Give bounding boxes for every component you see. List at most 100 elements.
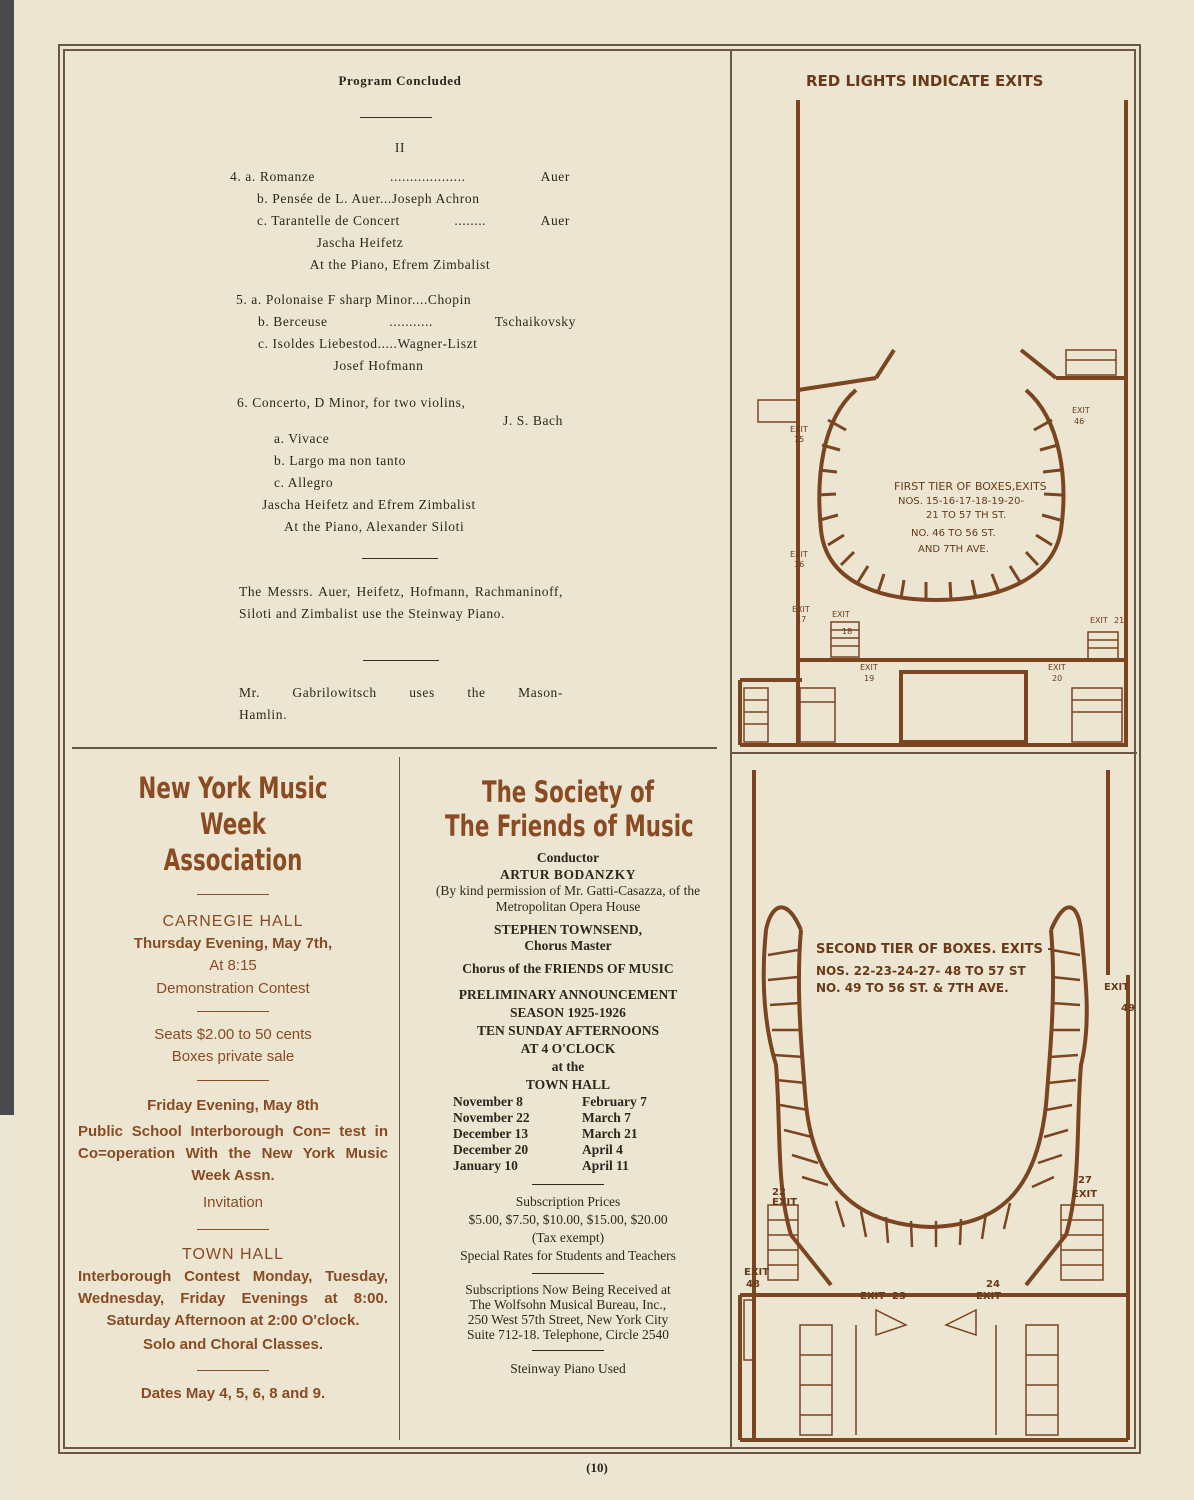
music-week-title-1: New York Music Week	[138, 771, 328, 841]
exit-17: 17	[796, 615, 806, 624]
exit-word: EXIT	[832, 610, 850, 619]
item6-a: a. Vivace	[274, 431, 330, 446]
date-item: March 21	[582, 1126, 638, 1141]
music-week-title-2: Association	[163, 843, 303, 877]
first-tier-floor-plan: RED LIGHTS INDICATE EXITS	[738, 72, 1128, 747]
dots: ...................	[390, 169, 466, 184]
seat-prices: Seats $2.00 to 50 cents	[154, 1026, 312, 1043]
steinway-used: Steinway Piano Used	[510, 1361, 626, 1376]
tier-label-3: 21 TO 57 TH ST.	[926, 510, 1006, 521]
bureau-name: The Wolfsohn Musical Bureau, Inc.,	[469, 1297, 667, 1312]
bureau-address: 250 West 57th Street, New York City	[467, 1312, 669, 1327]
concert-dates: November 8 February 7 November 22 March …	[453, 1094, 683, 1174]
box-partitions	[817, 418, 1063, 601]
chorus: Chorus of the FRIENDS OF MUSIC	[462, 961, 674, 976]
exit-20: 20	[1052, 674, 1062, 683]
program-item-6: 6. Concerto, D Minor, for two violins, J…	[237, 392, 563, 538]
rule	[197, 1011, 269, 1012]
exit-48: 48	[746, 1279, 760, 1290]
chorus-master-name: STEPHEN TOWNSEND,	[493, 922, 643, 937]
exits-header: RED LIGHTS INDICATE EXITS	[806, 72, 1043, 90]
friends-of-music-ad: The Society of The Friends of Music Cond…	[418, 775, 718, 1377]
exit-word: EXIT	[860, 1291, 885, 1302]
exit-word: EXIT	[860, 663, 878, 672]
item4-a-composer: Auer	[540, 169, 570, 184]
exit-word: EXIT	[792, 605, 810, 614]
exit-27: 27	[1078, 1175, 1092, 1186]
dots: ...........	[389, 314, 434, 329]
venue-town-hall: TOWN HALL	[181, 1246, 285, 1263]
item4-b: b. Pensée de L. Auer...Joseph Achron	[257, 191, 480, 206]
rule	[532, 1350, 604, 1351]
rule	[363, 660, 439, 661]
exit-word: EXIT	[1048, 663, 1066, 672]
date-item: March 7	[582, 1110, 631, 1125]
bureau-suite: Suite 712-18. Telephone, Circle 2540	[466, 1327, 670, 1342]
announcement-1: PRELIMINARY ANNOUNCEMENT	[458, 987, 678, 1002]
date-item: November 8	[453, 1094, 523, 1109]
special-rates: Special Rates for Students and Teachers	[460, 1248, 676, 1263]
item6-piano: At the Piano, Alexander Siloti	[284, 519, 465, 534]
tier-label-5: AND 7TH AVE.	[918, 544, 989, 555]
exit-word: EXIT	[772, 1197, 797, 1208]
tax-exempt: (Tax exempt)	[531, 1230, 605, 1245]
item6-c: c. Allegro	[274, 475, 334, 490]
program-heading: Program Concluded	[338, 73, 462, 88]
item4-performer: Jascha Heifetz	[316, 235, 404, 250]
conductor-label: Conductor	[536, 850, 600, 865]
second-tier-floor-plan: SECOND TIER OF BOXES. EXITS - NOS. 22-23…	[738, 770, 1135, 1442]
rule	[362, 558, 438, 559]
program-item-4: 4. a. Romanze...................Auer b. …	[230, 166, 570, 276]
rule	[532, 1184, 604, 1185]
program-ad-divider	[72, 747, 717, 749]
date-item: April 11	[582, 1158, 629, 1173]
subscriptions-received: Subscriptions Now Being Received at	[465, 1282, 671, 1297]
time-8-15: At 8:15	[209, 957, 257, 974]
exit-24: 24	[986, 1279, 1000, 1290]
binding-edge	[0, 0, 14, 1115]
item5-c: c. Isoldes Liebestod.....Wagner-Liszt	[258, 336, 478, 351]
classes: Solo and Choral Classes.	[142, 1336, 324, 1353]
exit-22: 22	[772, 1187, 786, 1198]
boxes-sale: Boxes private sale	[171, 1048, 295, 1065]
item6-performers: Jascha Heifetz and Efrem Zimbalist	[262, 497, 476, 512]
rule	[197, 1080, 269, 1081]
date-item: February 7	[582, 1094, 647, 1109]
program-item-5: 5. a. Polonaise F sharp Minor....Chopin …	[236, 289, 576, 377]
exit-46: 46	[1074, 417, 1084, 426]
friends-title-1: The Society of	[481, 775, 655, 809]
exit-49: 49	[1121, 1003, 1135, 1014]
plans-divider	[732, 752, 1137, 754]
prices: $5.00, $7.50, $10.00, $15.00, $20.00	[468, 1212, 668, 1227]
exit-15: 15	[794, 435, 804, 444]
ads-divider	[399, 757, 400, 1440]
date-item: April 4	[582, 1142, 623, 1157]
tier2-label-3: NO. 49 TO 56 ST. & 7TH AVE.	[816, 981, 1009, 995]
exit-word: EXIT	[976, 1291, 1001, 1302]
exit-16: 16	[794, 560, 804, 569]
stairs	[743, 349, 1123, 743]
exit-word: EXIT	[1072, 406, 1090, 415]
exit-word: EXIT	[1090, 616, 1108, 625]
chorus-master-title: Chorus Master	[524, 938, 612, 953]
exit-18: 18	[842, 627, 852, 636]
item6-composer: J. S. Bach	[503, 413, 563, 428]
item5-b-composer: Tschaikovsky	[494, 314, 576, 329]
exit-23: 23	[892, 1291, 906, 1302]
event-demonstration: Demonstration Contest	[156, 980, 310, 997]
box-partitions	[767, 948, 1081, 1248]
friends-title-2: The Friends of Music	[445, 809, 694, 843]
item5-b: b. Berceuse	[258, 314, 328, 329]
exit-word: EXIT	[1104, 982, 1129, 993]
announcement-4: AT 4 O'CLOCK	[520, 1041, 616, 1056]
invitation: Invitation	[202, 1194, 264, 1211]
tier-label-2: NOS. 15-16-17-18-19-20-	[898, 496, 1024, 507]
date-item: December 13	[453, 1126, 529, 1141]
music-week-ad: New York Music Week Association CARNEGIE…	[78, 770, 388, 1405]
tier2-label-1: SECOND TIER OF BOXES. EXITS -	[816, 942, 1053, 957]
item4-c: c. Tarantelle de Concert	[257, 213, 400, 228]
item5-a: 5. a. Polonaise F sharp Minor....Chopin	[236, 292, 472, 307]
exit-word: EXIT	[790, 425, 808, 434]
